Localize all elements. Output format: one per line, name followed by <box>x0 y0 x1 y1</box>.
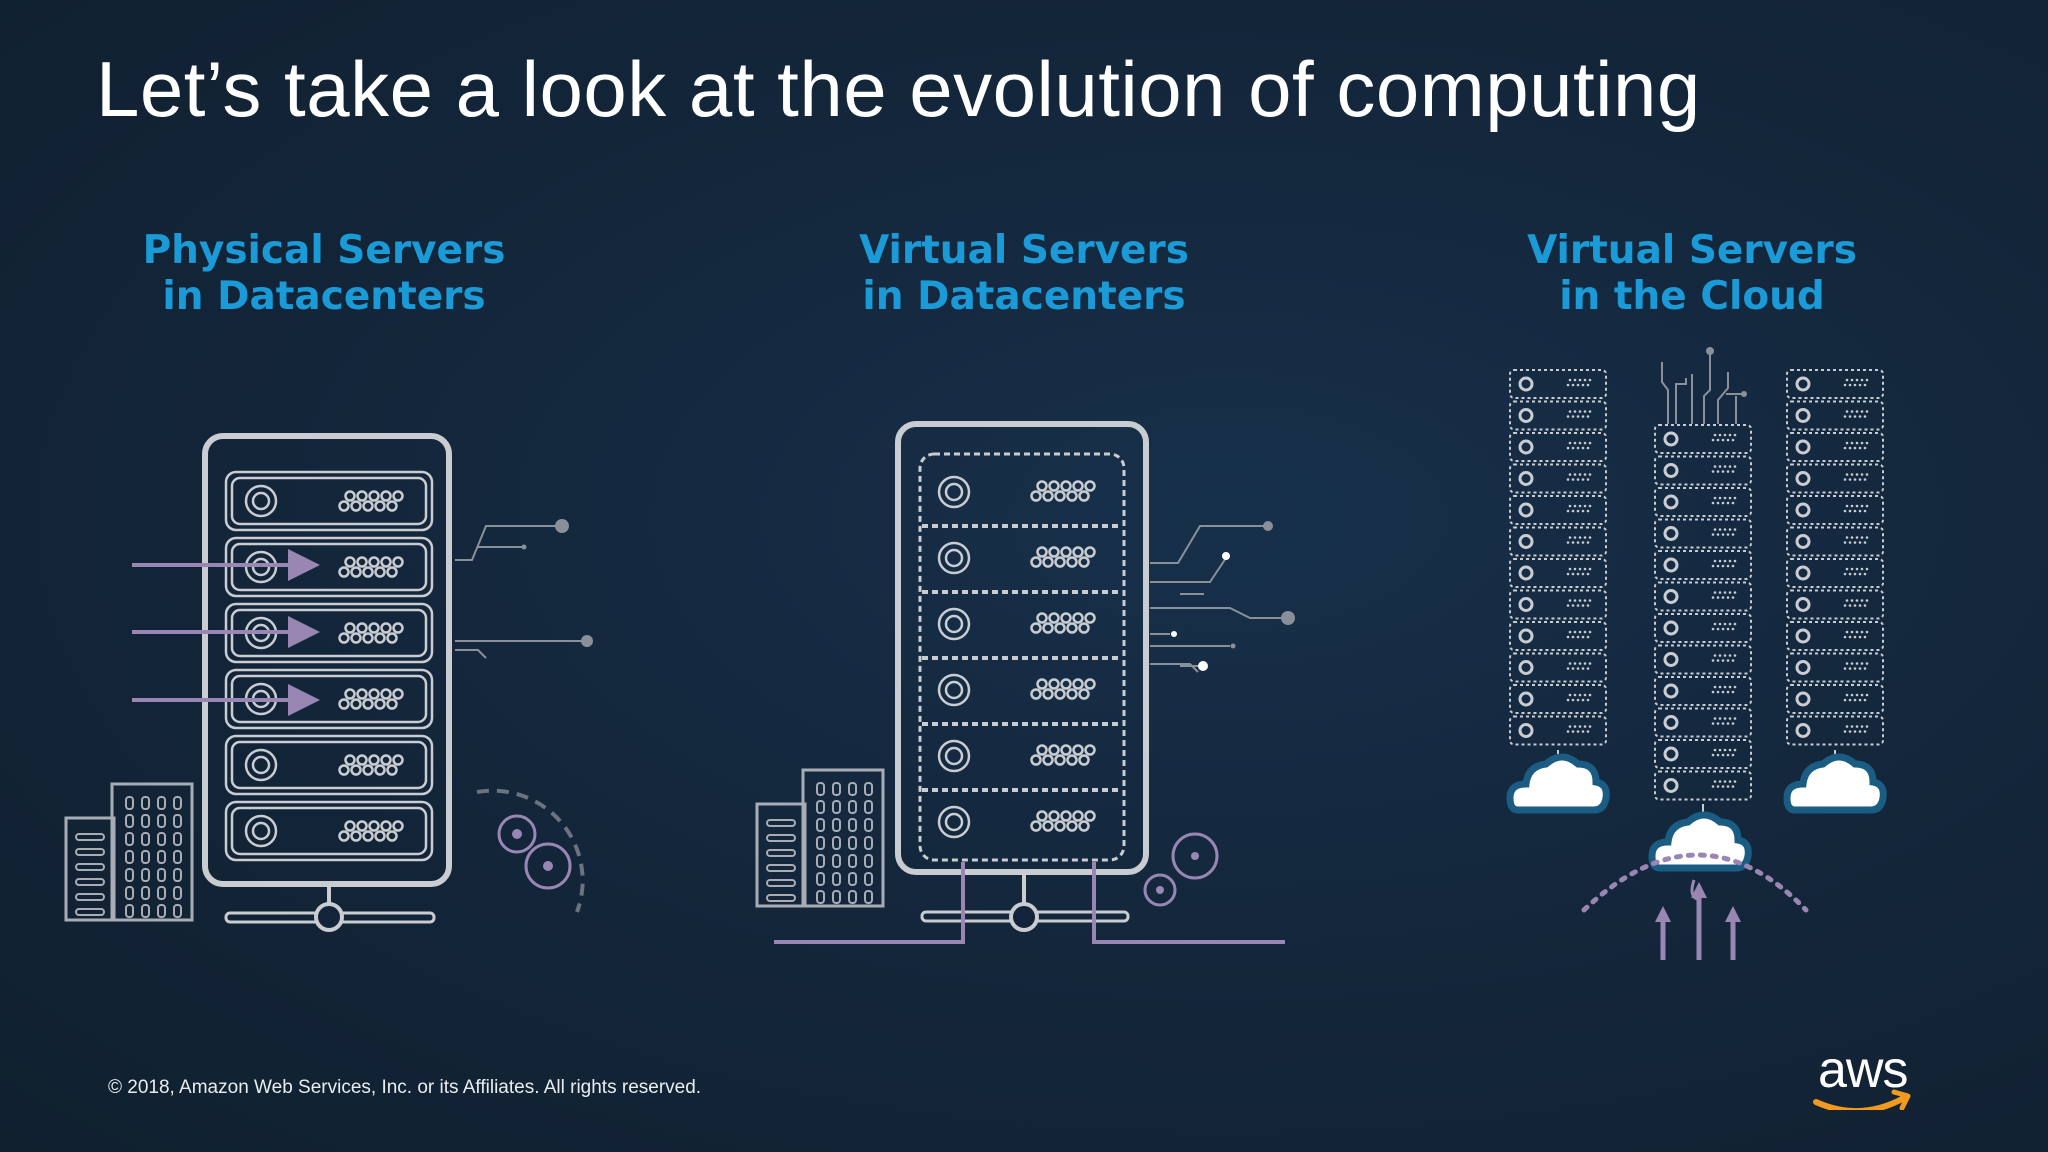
cloud-server-rack <box>1654 424 1752 801</box>
server-unit <box>224 536 434 598</box>
cloud-illustration <box>1506 347 1887 960</box>
section-heading-virtual-cloud: Virtual Servers in the Cloud <box>1412 228 1972 320</box>
cloud-server-rack <box>1509 369 1607 746</box>
virtual-server-unit <box>922 524 1122 575</box>
server-unit <box>224 734 434 796</box>
heading-line: Virtual Servers <box>859 228 1189 273</box>
server-rack-frame <box>895 421 1149 875</box>
server-units <box>224 470 434 862</box>
heading-line: Physical Servers <box>142 228 506 273</box>
heading-line: in Datacenters <box>162 274 486 319</box>
heading-line: in the Cloud <box>1559 274 1825 319</box>
cloud-icon <box>1506 753 1610 814</box>
virtual-server-unit <box>922 788 1122 839</box>
section-heading-virtual-datacenter: Virtual Servers in Datacenters <box>744 228 1304 320</box>
virtual-server-unit <box>922 590 1122 641</box>
cloud-server-rack <box>1786 369 1884 746</box>
virtual-server-units <box>918 452 1126 862</box>
heading-line: Virtual Servers <box>1527 228 1857 273</box>
server-unit <box>224 470 434 532</box>
aws-logo-text: aws <box>1818 1041 1908 1099</box>
copyright-notice: © 2018, Amazon Web Services, Inc. or its… <box>108 1077 702 1098</box>
building-icon <box>755 802 807 908</box>
network-node-icon <box>314 902 344 932</box>
virtual-server-unit <box>922 722 1122 773</box>
physical-server-illustration <box>64 433 593 932</box>
slide-title: Let’s take a look at the evolution of co… <box>96 45 1701 133</box>
building-icon <box>64 816 116 922</box>
section-heading-physical: Physical Servers in Datacenters <box>44 228 604 320</box>
cloud-icon <box>1783 753 1887 814</box>
virtual-server-unit <box>937 475 1096 509</box>
heading-line: in Datacenters <box>862 274 1186 319</box>
virtual-server-unit <box>922 656 1122 707</box>
server-unit <box>224 800 434 862</box>
server-rack-frame <box>202 433 452 887</box>
virtual-datacenter-illustration <box>755 421 1295 944</box>
network-node-icon <box>1009 902 1039 932</box>
aws-smile-icon <box>1813 1089 1911 1110</box>
